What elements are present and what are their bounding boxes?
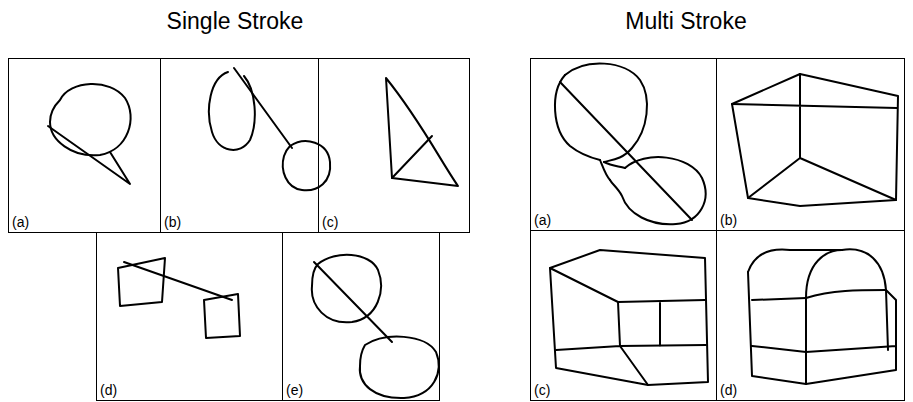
sketch-prism <box>732 74 898 206</box>
sketch-line <box>314 262 392 342</box>
sketch-blob <box>610 157 706 224</box>
sketch-line <box>732 74 897 200</box>
sketch-blob <box>565 64 647 162</box>
sketch-panel: (c) <box>530 230 717 401</box>
sketch-circle <box>283 141 330 190</box>
sketch-cube <box>550 250 708 385</box>
sketch-panel: (c) <box>318 58 470 233</box>
section-heading: Single Stroke <box>167 8 304 35</box>
panel-label: (b) <box>164 214 181 230</box>
panel-label: (c) <box>534 382 550 398</box>
sketch-line <box>550 268 706 385</box>
sketch-line <box>560 82 692 220</box>
panel-label: (d) <box>100 382 117 398</box>
sketch-panel: (d) <box>96 232 283 401</box>
sketch-line <box>124 262 232 300</box>
sketch-line <box>48 126 130 184</box>
sketch-panel: (a) <box>530 58 717 231</box>
sketch-circle <box>50 84 131 155</box>
panel-label: (c) <box>322 214 338 230</box>
panel-label: (e) <box>286 382 303 398</box>
sketch-line <box>392 136 432 178</box>
sketch-line <box>234 68 292 148</box>
sketch-circle <box>312 255 381 323</box>
sketch-panel: (e) <box>282 232 440 401</box>
sketch-panel: (d) <box>716 230 905 401</box>
sketch-square <box>118 258 165 306</box>
panel-label: (a) <box>12 214 29 230</box>
sketch-panel: (a) <box>8 58 161 233</box>
sketch-ellipse <box>209 72 255 150</box>
panel-label: (d) <box>720 382 737 398</box>
sketch-triangle <box>386 78 458 186</box>
sketch-square <box>204 294 240 338</box>
sketch-line <box>748 272 896 384</box>
sketch-arch <box>806 250 886 384</box>
sketch-panel: (b) <box>716 58 905 231</box>
sketch-panel: (b) <box>160 58 319 233</box>
panel-label: (a) <box>534 212 551 228</box>
section-heading: Multi Stroke <box>625 8 746 35</box>
sketch-line <box>600 160 625 180</box>
sketch-circle <box>360 337 439 398</box>
panel-label: (b) <box>720 212 737 228</box>
